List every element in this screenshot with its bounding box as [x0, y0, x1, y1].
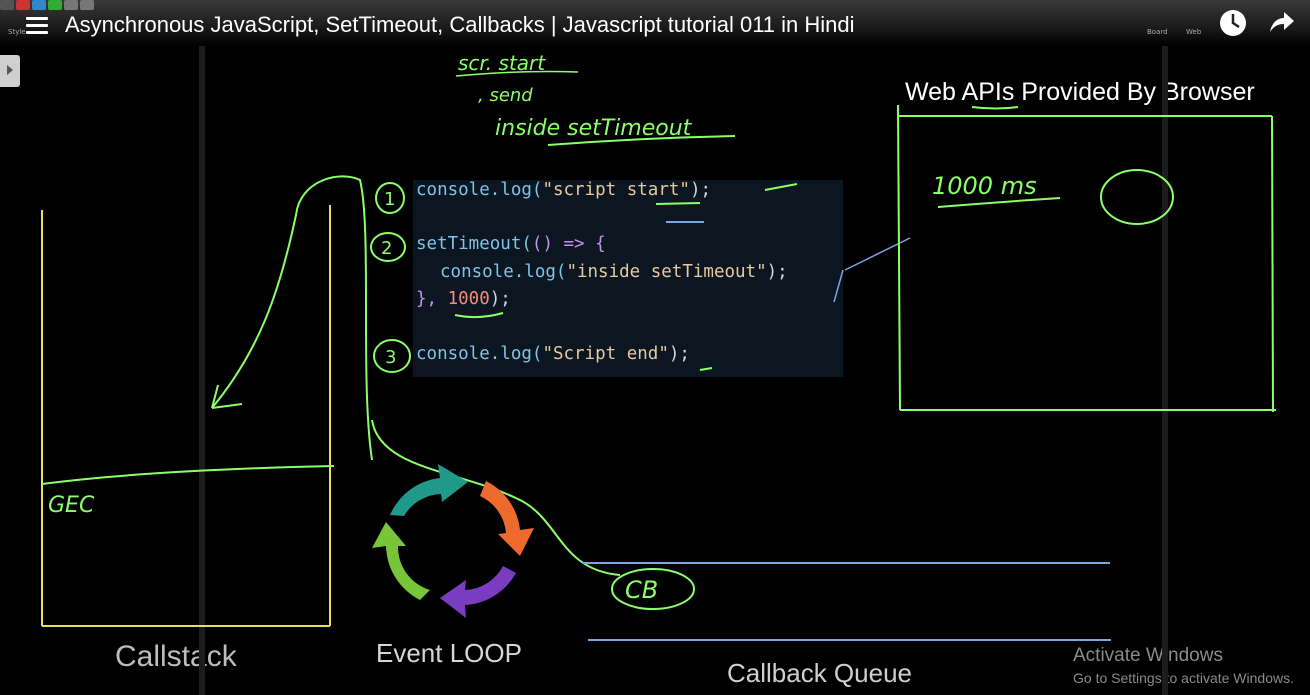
line-tool-icon[interactable]: [64, 0, 78, 10]
callstack-box: [41, 205, 331, 627]
event-loop-icon: [372, 464, 534, 618]
web-apis-title: Web APIs Provided By Browser: [905, 78, 1255, 106]
pen-tool-icon[interactable]: [0, 0, 14, 10]
video-title[interactable]: Asynchronous JavaScript, SetTimeout, Cal…: [65, 12, 855, 37]
code-punct: );: [689, 180, 712, 200]
code-fn: setTimeout(: [416, 234, 532, 254]
cb-label: CB: [625, 576, 658, 604]
hamburger-menu-icon[interactable]: [26, 17, 48, 34]
timer-circle: [1100, 169, 1174, 225]
code-number: 1000: [447, 289, 490, 309]
arrow-head-icon: [211, 384, 243, 409]
clock-icon[interactable]: [1218, 6, 1248, 40]
code-line-1: console.log("script start");: [416, 180, 711, 200]
code-punct: );: [766, 262, 788, 282]
code-punct: );: [668, 344, 690, 364]
code-string: "inside setTimeout": [566, 262, 767, 282]
web-apis-box: [897, 104, 1276, 413]
share-arrow-icon[interactable]: [1266, 6, 1296, 40]
callback-queue-label: Callback Queue: [727, 658, 912, 688]
step-marker-2: 2: [370, 232, 406, 262]
svg-text:1: 1: [384, 189, 395, 210]
activate-windows-title: Activate Windows: [1073, 645, 1223, 666]
toolbar-label-style: Style: [8, 28, 26, 36]
code-line-3: console.log("inside setTimeout");: [440, 262, 788, 282]
callstack-label: Callstack: [115, 640, 237, 673]
side-panel-toggle[interactable]: [0, 55, 20, 87]
step-marker-1: 1: [375, 182, 405, 214]
drawing-toolbar: [0, 0, 94, 12]
step-marker-3: 3: [373, 339, 411, 373]
note-scr-end: , send: [478, 85, 533, 106]
green-color-swatch[interactable]: [48, 0, 62, 10]
event-loop-label: Event LOOP: [376, 638, 522, 668]
toolbar-label-web: Web: [1186, 28, 1202, 36]
code-punct: );: [489, 289, 511, 309]
code-fn: console.log(: [440, 262, 567, 282]
webapi-connector: [844, 237, 911, 271]
activate-windows-watermark: Activate Windows Go to Settings to activ…: [1073, 645, 1294, 686]
toolbar-label-board: Board: [1147, 28, 1168, 36]
code-line-4: }, 1000);: [416, 289, 511, 309]
code-string: "Script end": [542, 344, 669, 364]
gec-label: GEC: [48, 493, 95, 518]
note-inside-settimeout: inside setTimeout: [495, 116, 693, 141]
code-fn: console.log(: [416, 344, 543, 364]
svg-text:3: 3: [385, 347, 396, 368]
video-title-bar: Style Board Web Asynchronous JavaScript,…: [0, 0, 1310, 46]
code-line-2: setTimeout(() => {: [416, 234, 606, 254]
code-line-5: console.log("Script end");: [416, 344, 690, 364]
timer-label: 1000 ms: [932, 172, 1037, 200]
callback-path: [371, 419, 621, 576]
code-string: "script start": [542, 180, 690, 200]
code-fn: console.log(: [416, 180, 543, 200]
gec-frame-line: [41, 465, 335, 485]
blue-color-swatch[interactable]: [32, 0, 46, 10]
code-panel: [413, 180, 843, 377]
code-arrow-fn: () => {: [531, 234, 606, 254]
cb-circle: [611, 568, 695, 610]
dot-tool-icon[interactable]: [80, 0, 94, 10]
svg-text:2: 2: [381, 238, 392, 259]
activate-windows-subtitle: Go to Settings to activate Windows.: [1073, 670, 1294, 686]
code-brace: },: [416, 289, 448, 309]
push-arrow: [211, 175, 373, 461]
red-color-swatch[interactable]: [16, 0, 30, 10]
